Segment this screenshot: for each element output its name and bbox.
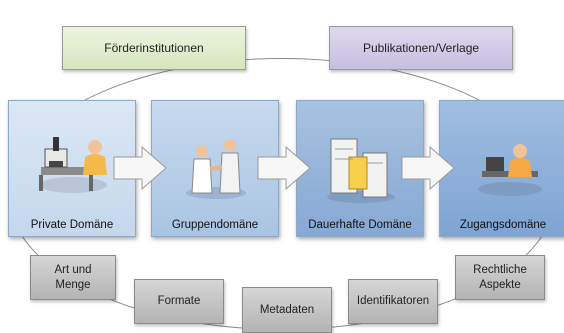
- persistent-domain-label: Dauerhafte Domäne: [308, 219, 412, 231]
- access-domain-label: Zugangsdomäne: [459, 219, 547, 231]
- metadata-label: Metadaten: [259, 303, 315, 316]
- publications-label: Publikationen/Verlage: [362, 41, 480, 55]
- legal-aspects-box: Rechtliche Aspekte: [455, 255, 545, 300]
- identifiers-label: Identifikatoren: [356, 295, 430, 308]
- metadata-box: Metadaten: [242, 287, 332, 333]
- server-storage-icon: [327, 138, 395, 203]
- handshake-people-icon: [186, 139, 246, 199]
- publications-box: Publikationen/Verlage: [329, 26, 513, 70]
- arrow-1: [112, 145, 168, 191]
- access-domain-box: Zugangsdomäne: [439, 100, 564, 237]
- group-domain-label: Gruppendomäne: [171, 219, 259, 231]
- legal-aspects-label: Rechtliche Aspekte: [473, 264, 527, 291]
- arrow-2: [256, 145, 312, 191]
- type-and-amount-box: Art und Menge: [30, 255, 116, 300]
- arrow-3: [400, 145, 456, 191]
- formats-label: Formate: [157, 295, 201, 308]
- funding-institutions-box: Förderinstitutionen: [62, 26, 246, 70]
- private-domain-label: Private Domäne: [30, 219, 114, 231]
- identifiers-box: Identifikatoren: [348, 279, 438, 324]
- user-at-computer-icon: [478, 144, 542, 196]
- researcher-microscope-icon: [39, 137, 107, 193]
- formats-box: Formate: [134, 279, 224, 324]
- type-and-amount-label: Art und Menge: [54, 264, 92, 291]
- funding-institutions-label: Förderinstitutionen: [104, 41, 204, 55]
